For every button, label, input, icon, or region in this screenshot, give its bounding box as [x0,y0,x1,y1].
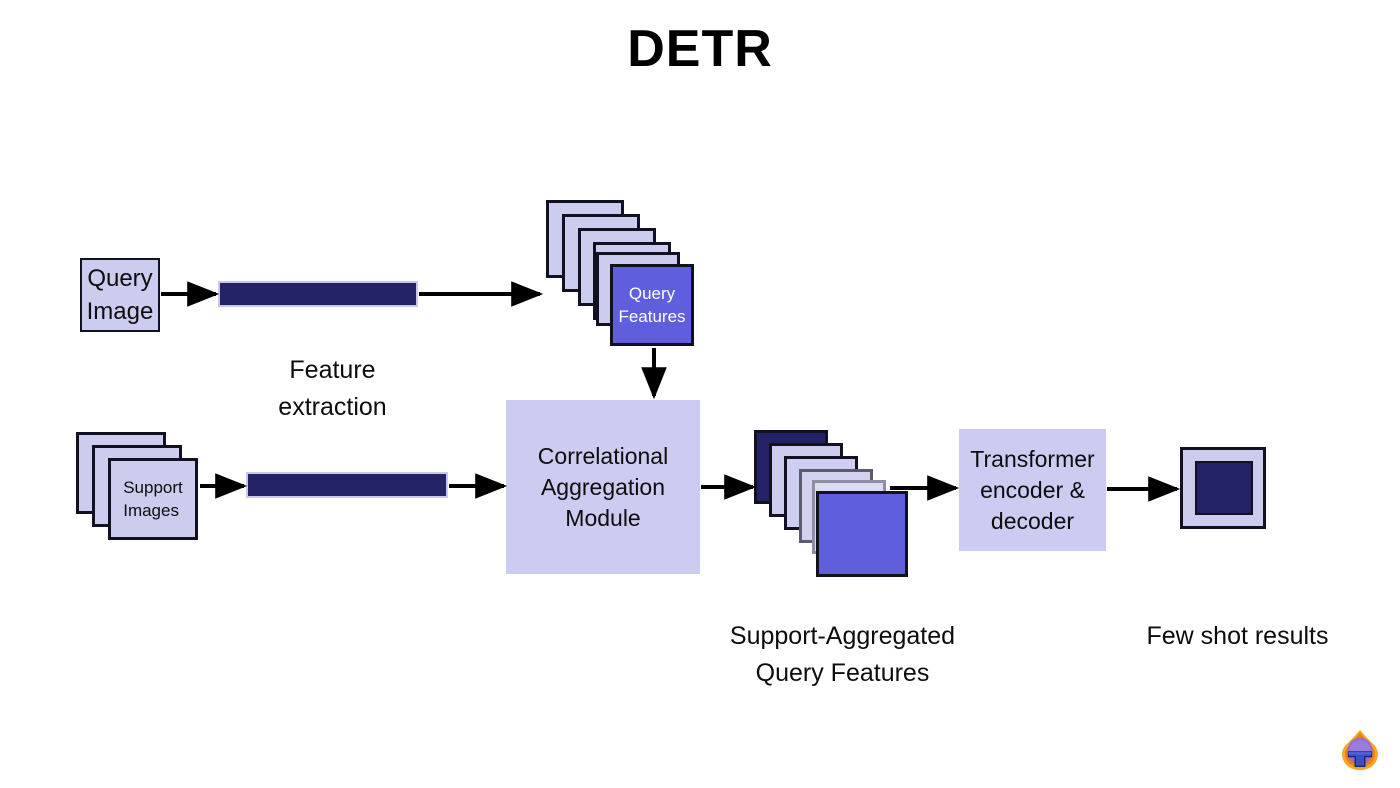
helmet-top-icon [1349,740,1371,754]
support-images-label: Support Images [123,478,183,520]
helmet-flame-logo [1342,729,1378,771]
query-features-front-card: Query Features [610,264,694,346]
transformer-box: Transformer encoder & decoder [959,429,1106,551]
query-image-box: Query Image [80,258,160,332]
support-card-front: Support Images [108,458,198,540]
few-shot-result-inner-square [1195,461,1253,515]
support-aggregated-caption: Support-Aggregated Query Features [729,622,956,687]
correlational-aggregation-module-label: Correlational Aggregation Module [537,442,669,531]
aggregated-front-card [816,491,908,577]
support-images-stack: Support Images [76,432,202,544]
transformer-label: Transformer encoder & decoder [970,445,1095,534]
support-backbone-bar [246,472,448,498]
query-features-label: Query Features [618,284,686,326]
page-title: DETR [627,20,773,78]
query-backbone-bar [218,281,418,307]
query-features-stack: Query Features [546,200,701,350]
query-image-label: Query Image [86,265,154,325]
few-shot-result-box [1180,447,1266,529]
correlational-aggregation-module-box: Correlational Aggregation Module [506,400,700,574]
feature-extraction-caption: Feature extraction [278,356,387,421]
few-shot-results-caption: Few shot results [1146,622,1329,650]
helmet-brow-icon [1348,751,1372,755]
support-aggregated-query-features-stack [754,430,914,578]
